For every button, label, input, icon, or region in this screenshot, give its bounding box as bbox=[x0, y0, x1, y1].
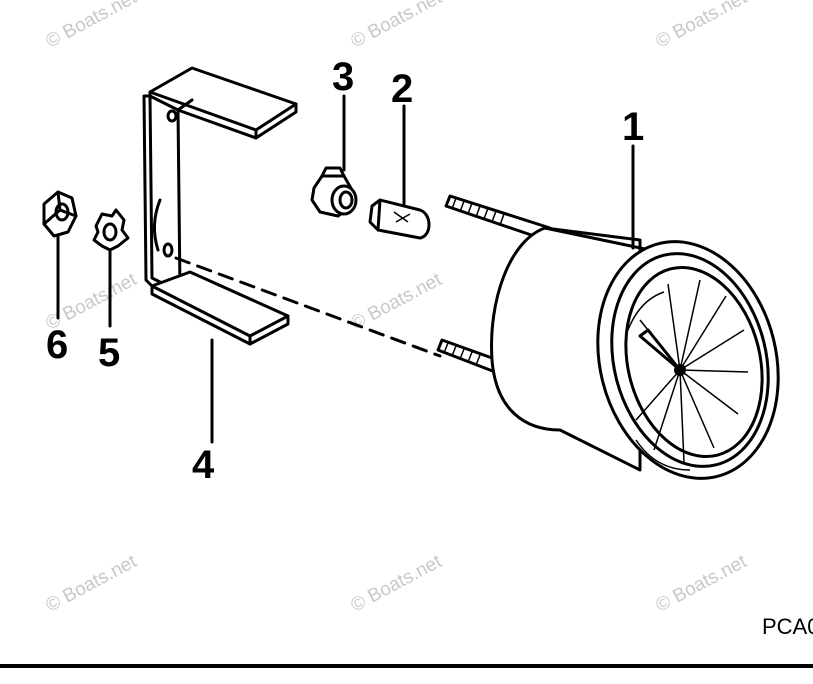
watermark: © Boats.net bbox=[652, 0, 750, 52]
watermark: © Boats.net bbox=[42, 551, 140, 617]
hex-nut-part bbox=[42, 190, 78, 238]
callout-4: 4 bbox=[192, 443, 215, 487]
bracket-part bbox=[142, 66, 298, 346]
bulb-part bbox=[368, 198, 431, 240]
lock-washer-part bbox=[92, 208, 130, 252]
callout-3: 3 bbox=[332, 55, 354, 99]
figure-code: PCA0 bbox=[762, 614, 813, 639]
callout-1: 1 bbox=[622, 105, 644, 149]
gauge-part bbox=[436, 194, 780, 480]
callout-2: 2 bbox=[391, 67, 413, 111]
watermark: © Boats.net bbox=[652, 551, 750, 617]
callout-5: 5 bbox=[98, 331, 120, 375]
leader-lines bbox=[56, 94, 635, 444]
watermark: © Boats.net bbox=[347, 269, 445, 335]
callouts: 1 2 3 4 5 6 bbox=[46, 55, 644, 487]
bulb-socket-part bbox=[310, 166, 358, 218]
gauge-needle bbox=[638, 328, 682, 372]
watermark: © Boats.net bbox=[347, 0, 445, 52]
alignment-line bbox=[174, 256, 442, 358]
watermark: © Boats.net bbox=[42, 0, 140, 52]
bottom-rule bbox=[0, 664, 813, 668]
callout-6: 6 bbox=[46, 323, 68, 367]
watermark: © Boats.net bbox=[347, 551, 445, 617]
